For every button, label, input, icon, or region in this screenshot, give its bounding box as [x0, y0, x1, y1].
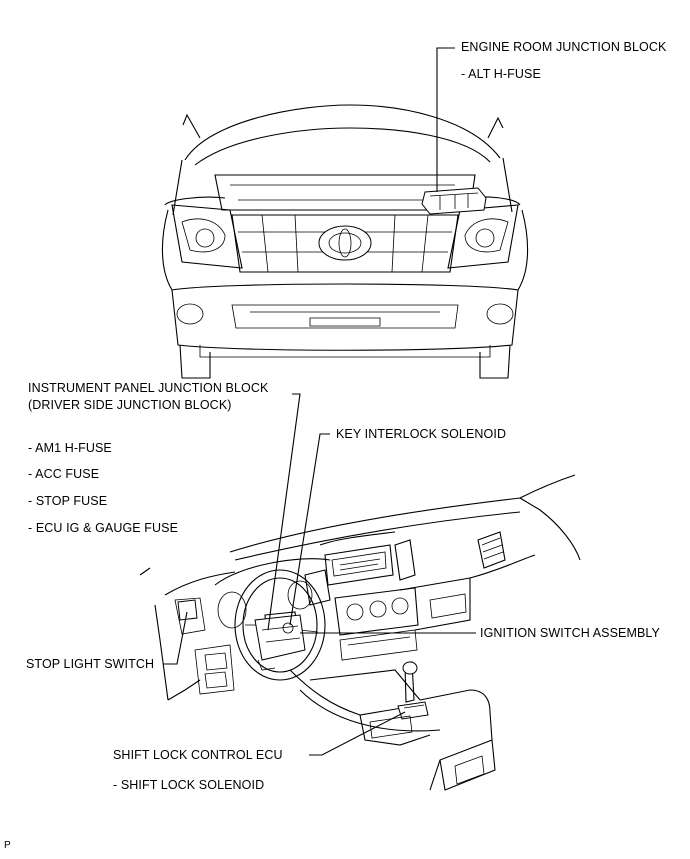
shift-lock-control-ecu-label: SHIFT LOCK CONTROL ECU — [113, 748, 283, 762]
stop-fuse-label: - STOP FUSE — [28, 494, 108, 508]
leader-stop-light-switch — [163, 611, 188, 665]
alt-h-fuse-label: - ALT H-FUSE — [461, 67, 541, 81]
engine-room-junction-block-label: ENGINE ROOM JUNCTION BLOCK — [461, 40, 667, 54]
leader-instrument-panel-jb — [267, 393, 301, 631]
acc-fuse-label: - ACC FUSE — [28, 467, 100, 481]
shift-lock-solenoid-label: - SHIFT LOCK SOLENOID — [113, 778, 265, 792]
corner-mark: P — [4, 840, 11, 851]
leader-shift-lock-ecu — [309, 711, 406, 756]
key-interlock-solenoid-label: KEY INTERLOCK SOLENOID — [336, 427, 507, 441]
truck-front-view — [161, 104, 529, 379]
leader-engine-room-jb — [436, 47, 455, 192]
stop-light-switch-label: STOP LIGHT SWITCH — [26, 657, 155, 671]
ecu-ig-gauge-fuse-label: - ECU IG & GAUGE FUSE — [28, 521, 179, 535]
driver-side-junction-block-label: (DRIVER SIDE JUNCTION BLOCK) — [28, 398, 232, 412]
ignition-switch-assembly-label: IGNITION SWITCH ASSEMBLY — [480, 626, 660, 640]
instrument-panel-junction-block-label: INSTRUMENT PANEL JUNCTION BLOCK — [28, 381, 269, 395]
dashboard-view — [139, 474, 581, 791]
am1-h-fuse-label: - AM1 H-FUSE — [28, 441, 112, 455]
leader-key-interlock — [289, 433, 330, 626]
